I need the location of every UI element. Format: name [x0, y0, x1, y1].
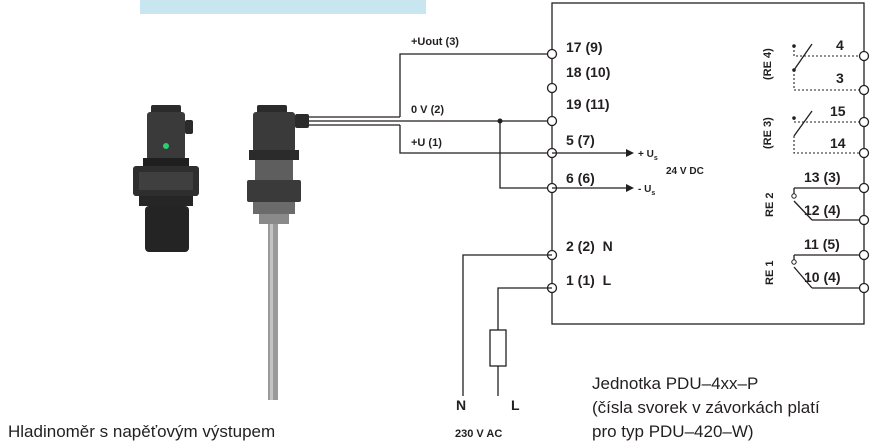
mains-n-label: N — [456, 397, 466, 413]
relay-re2: RE 2 13 (3) 12 (4) — [764, 169, 870, 226]
relay-re3: (RE 3) 15 14 — [762, 103, 870, 159]
svg-text:6 (6): 6 (6) — [566, 170, 595, 186]
signal-uout-label: +Uout (3) — [411, 36, 459, 48]
svg-text:- Us: - Us — [638, 184, 655, 197]
terminal-2-n: 2 (2) N — [546, 238, 613, 261]
svg-text:5 (7): 5 (7) — [566, 132, 595, 148]
svg-text:12 (4): 12 (4) — [804, 202, 841, 218]
terminal-18: 18 (10) — [546, 64, 610, 94]
mains-l-label: L — [511, 397, 520, 413]
svg-text:15: 15 — [830, 103, 846, 119]
minus-us-label: - Us — [638, 184, 655, 197]
header-banner — [140, 0, 426, 14]
wire-line — [497, 287, 552, 330]
svg-text:RE 1: RE 1 — [764, 261, 776, 285]
terminal-5: 5 (7) — [546, 132, 595, 159]
svg-text:18 (10): 18 (10) — [566, 64, 610, 80]
unit-caption-line3: pro typ PDU–420–W) — [592, 422, 754, 441]
svg-text:3: 3 — [836, 70, 844, 86]
sensor-compact-image — [133, 105, 199, 252]
fuse — [489, 329, 507, 367]
plus-us-label: + Us — [638, 149, 658, 162]
svg-text:+ Us: + Us — [638, 149, 658, 162]
terminal-17: 17 (9) — [546, 39, 603, 60]
svg-text:1 (1) L: 1 (1) L — [566, 272, 612, 288]
svg-text:17 (9): 17 (9) — [566, 39, 603, 55]
terminal-6: 6 (6) — [546, 170, 595, 194]
svg-text:2 (2) N: 2 (2) N — [566, 238, 613, 254]
unit-box — [551, 2, 865, 325]
svg-text:(RE 3): (RE 3) — [762, 117, 774, 149]
supply-voltage-label: 24 V DC — [666, 166, 704, 177]
wire-neutral — [462, 254, 552, 396]
signal-0v-label: 0 V (2) — [411, 104, 444, 116]
relay-re4: (RE 4) 4 3 — [762, 37, 870, 96]
svg-text:(RE 4): (RE 4) — [762, 48, 774, 80]
sensor-caption: Hladinoměr s napěťovým výstupem — [8, 422, 275, 441]
wire-plus-u — [399, 125, 552, 154]
svg-text:11 (5): 11 (5) — [804, 236, 840, 252]
svg-text:14: 14 — [830, 135, 846, 151]
svg-text:RE 2: RE 2 — [764, 193, 776, 217]
wire-uout — [399, 53, 552, 117]
svg-text:19 (11): 19 (11) — [566, 96, 610, 112]
svg-text:13 (3): 13 (3) — [804, 169, 841, 185]
unit-caption-line1: Jednotka PDU–4xx–P — [592, 374, 758, 393]
mains-voltage-label: 230 V AC — [455, 428, 502, 440]
terminal-1-l: 1 (1) L — [546, 272, 612, 294]
svg-text:10 (4): 10 (4) — [804, 269, 841, 285]
signal-plus-u-label: +U (1) — [411, 137, 442, 149]
unit-caption-line2: (čísla svorek v závorkách platí — [592, 398, 820, 417]
terminal-19: 19 (11) — [546, 96, 610, 127]
svg-text:4: 4 — [836, 37, 844, 53]
sensor-rod-image — [247, 105, 309, 400]
relay-re1: RE 1 11 (5) 10 (4) — [764, 236, 870, 294]
